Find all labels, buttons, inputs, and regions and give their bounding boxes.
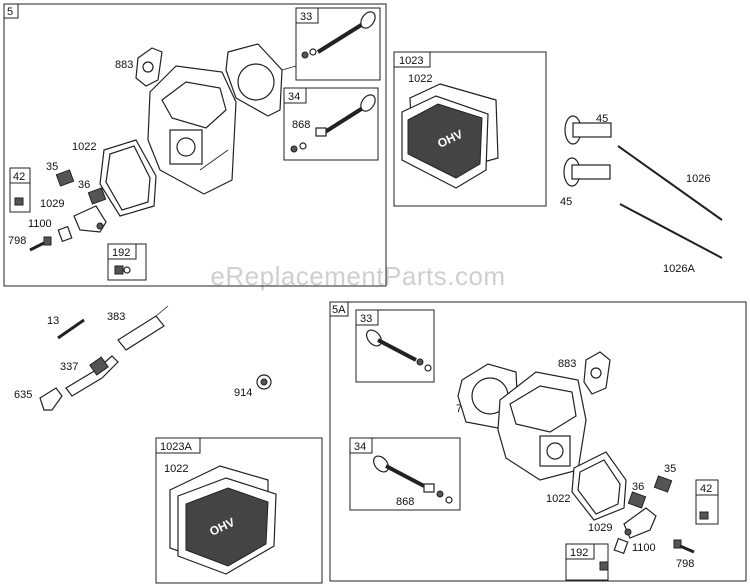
- part-635-label: 635: [14, 389, 32, 401]
- cylinder-head-icon: [147, 65, 237, 195]
- part-7-a-label: 7: [456, 403, 462, 415]
- part-383-label: 383: [107, 311, 125, 323]
- part-35-a-label: 35: [664, 463, 676, 475]
- part-13-label: 13: [47, 315, 59, 327]
- screw-13-icon: [57, 318, 85, 340]
- subgroup-34-tag: 34: [288, 91, 300, 103]
- rocker-gasket-a-icon: [571, 451, 627, 521]
- boot-635-icon: [39, 387, 63, 411]
- spring-36-a-icon: [627, 491, 647, 509]
- cylinder-head-a-icon: [497, 371, 587, 481]
- part-798-a-label: 798: [676, 558, 694, 570]
- bolt-798-a-icon: [673, 539, 695, 554]
- group-5-tag: 5: [7, 6, 13, 18]
- part-1022-cover-a-label: 1022: [164, 463, 188, 475]
- retainer-a-icon: [699, 511, 709, 520]
- subgroup-192-tag: 192: [112, 247, 130, 259]
- valve-intake-a-icon: [366, 329, 432, 372]
- group-5a-tag: 5A: [332, 304, 346, 316]
- group-1023-tag: 1023: [399, 55, 423, 67]
- head-gasket-icon: [225, 43, 297, 117]
- part-1022-a-label: 1022: [546, 493, 570, 505]
- part-45-lower-label: 45: [560, 196, 572, 208]
- bolt-798-icon: [29, 236, 52, 252]
- spring-35-icon: [55, 169, 75, 187]
- gasket-883-icon: [135, 47, 163, 87]
- subgroup-42-tag: 42: [13, 171, 25, 183]
- part-1022-label: 1022: [72, 141, 96, 153]
- breather-383-icon: [117, 305, 169, 351]
- rocker-arm-a-icon: [623, 507, 657, 539]
- subgroup-34-a-box: [349, 437, 461, 511]
- pivot-1100-a-icon: [613, 537, 629, 555]
- tappets-pushrods: 45 1026 45 1026A: [560, 113, 723, 275]
- subgroup-33-a-tag: 33: [360, 313, 372, 325]
- subgroup-33-a-box: [355, 309, 435, 383]
- gasket-883-a-icon: [583, 351, 611, 395]
- part-1022-cover-label: 1022: [408, 73, 432, 85]
- part-1100-a-label: 1100: [632, 542, 656, 554]
- subgroup-33-tag: 33: [300, 11, 312, 23]
- part-868-label: 868: [292, 119, 310, 131]
- nut-a-icon: [599, 561, 609, 571]
- part-798-label: 798: [8, 235, 26, 247]
- part-883-a-label: 883: [558, 358, 576, 370]
- valve-cover-icon: OHV: [401, 83, 499, 189]
- valve-exhaust-a-icon: [373, 455, 453, 504]
- part-1029-label: 1029: [40, 198, 64, 210]
- part-45-upper-label: 45: [596, 113, 608, 125]
- part-1026-label: 1026: [686, 173, 710, 185]
- subgroup-33-box: [295, 7, 381, 81]
- part-883-label: 883: [115, 59, 133, 71]
- group-1023-frame: 1023 1022 OHV: [393, 51, 547, 207]
- part-337-label: 337: [60, 361, 78, 373]
- retainer-icon: [14, 197, 24, 206]
- group-5a-frame: 5A 33 34 868 7: [329, 301, 747, 582]
- loose-parts: 13 383 337 635 914: [14, 305, 272, 411]
- group-1023a-tag: 1023A: [160, 441, 192, 453]
- rocker-gasket-icon: [99, 139, 157, 217]
- part-1029-a-label: 1029: [588, 522, 612, 534]
- part-35-label: 35: [46, 161, 58, 173]
- spark-plug-icon: [65, 355, 119, 397]
- spring-35-a-icon: [653, 475, 673, 493]
- spring-36-icon: [87, 187, 107, 205]
- subgroup-192-a-tag: 192: [570, 547, 588, 559]
- part-1100-label: 1100: [28, 218, 52, 230]
- part-36-label: 36: [78, 179, 90, 191]
- subgroup-34-a-tag: 34: [354, 441, 366, 453]
- pivot-1100-icon: [57, 225, 73, 243]
- valve-intake-icon: [301, 11, 376, 59]
- part-36-a-label: 36: [632, 481, 644, 493]
- bolt-914-icon: [256, 374, 272, 390]
- part-1026a-label: 1026A: [663, 263, 695, 275]
- part-914-label: 914: [234, 387, 252, 399]
- nut-icon: [114, 265, 124, 275]
- valve-cover-a-icon: OHV: [169, 465, 277, 575]
- group-1023a-frame: 1023A 1022 OHV: [155, 437, 323, 584]
- group-5-frame: 5 33 34 868 883 7: [3, 3, 387, 287]
- valve-exhaust-icon: [290, 94, 376, 153]
- part-868-a-label: 868: [396, 496, 414, 508]
- subgroup-34-box: [283, 87, 379, 161]
- subgroup-42-a-tag: 42: [700, 483, 712, 495]
- rocker-arm-icon: [73, 205, 107, 233]
